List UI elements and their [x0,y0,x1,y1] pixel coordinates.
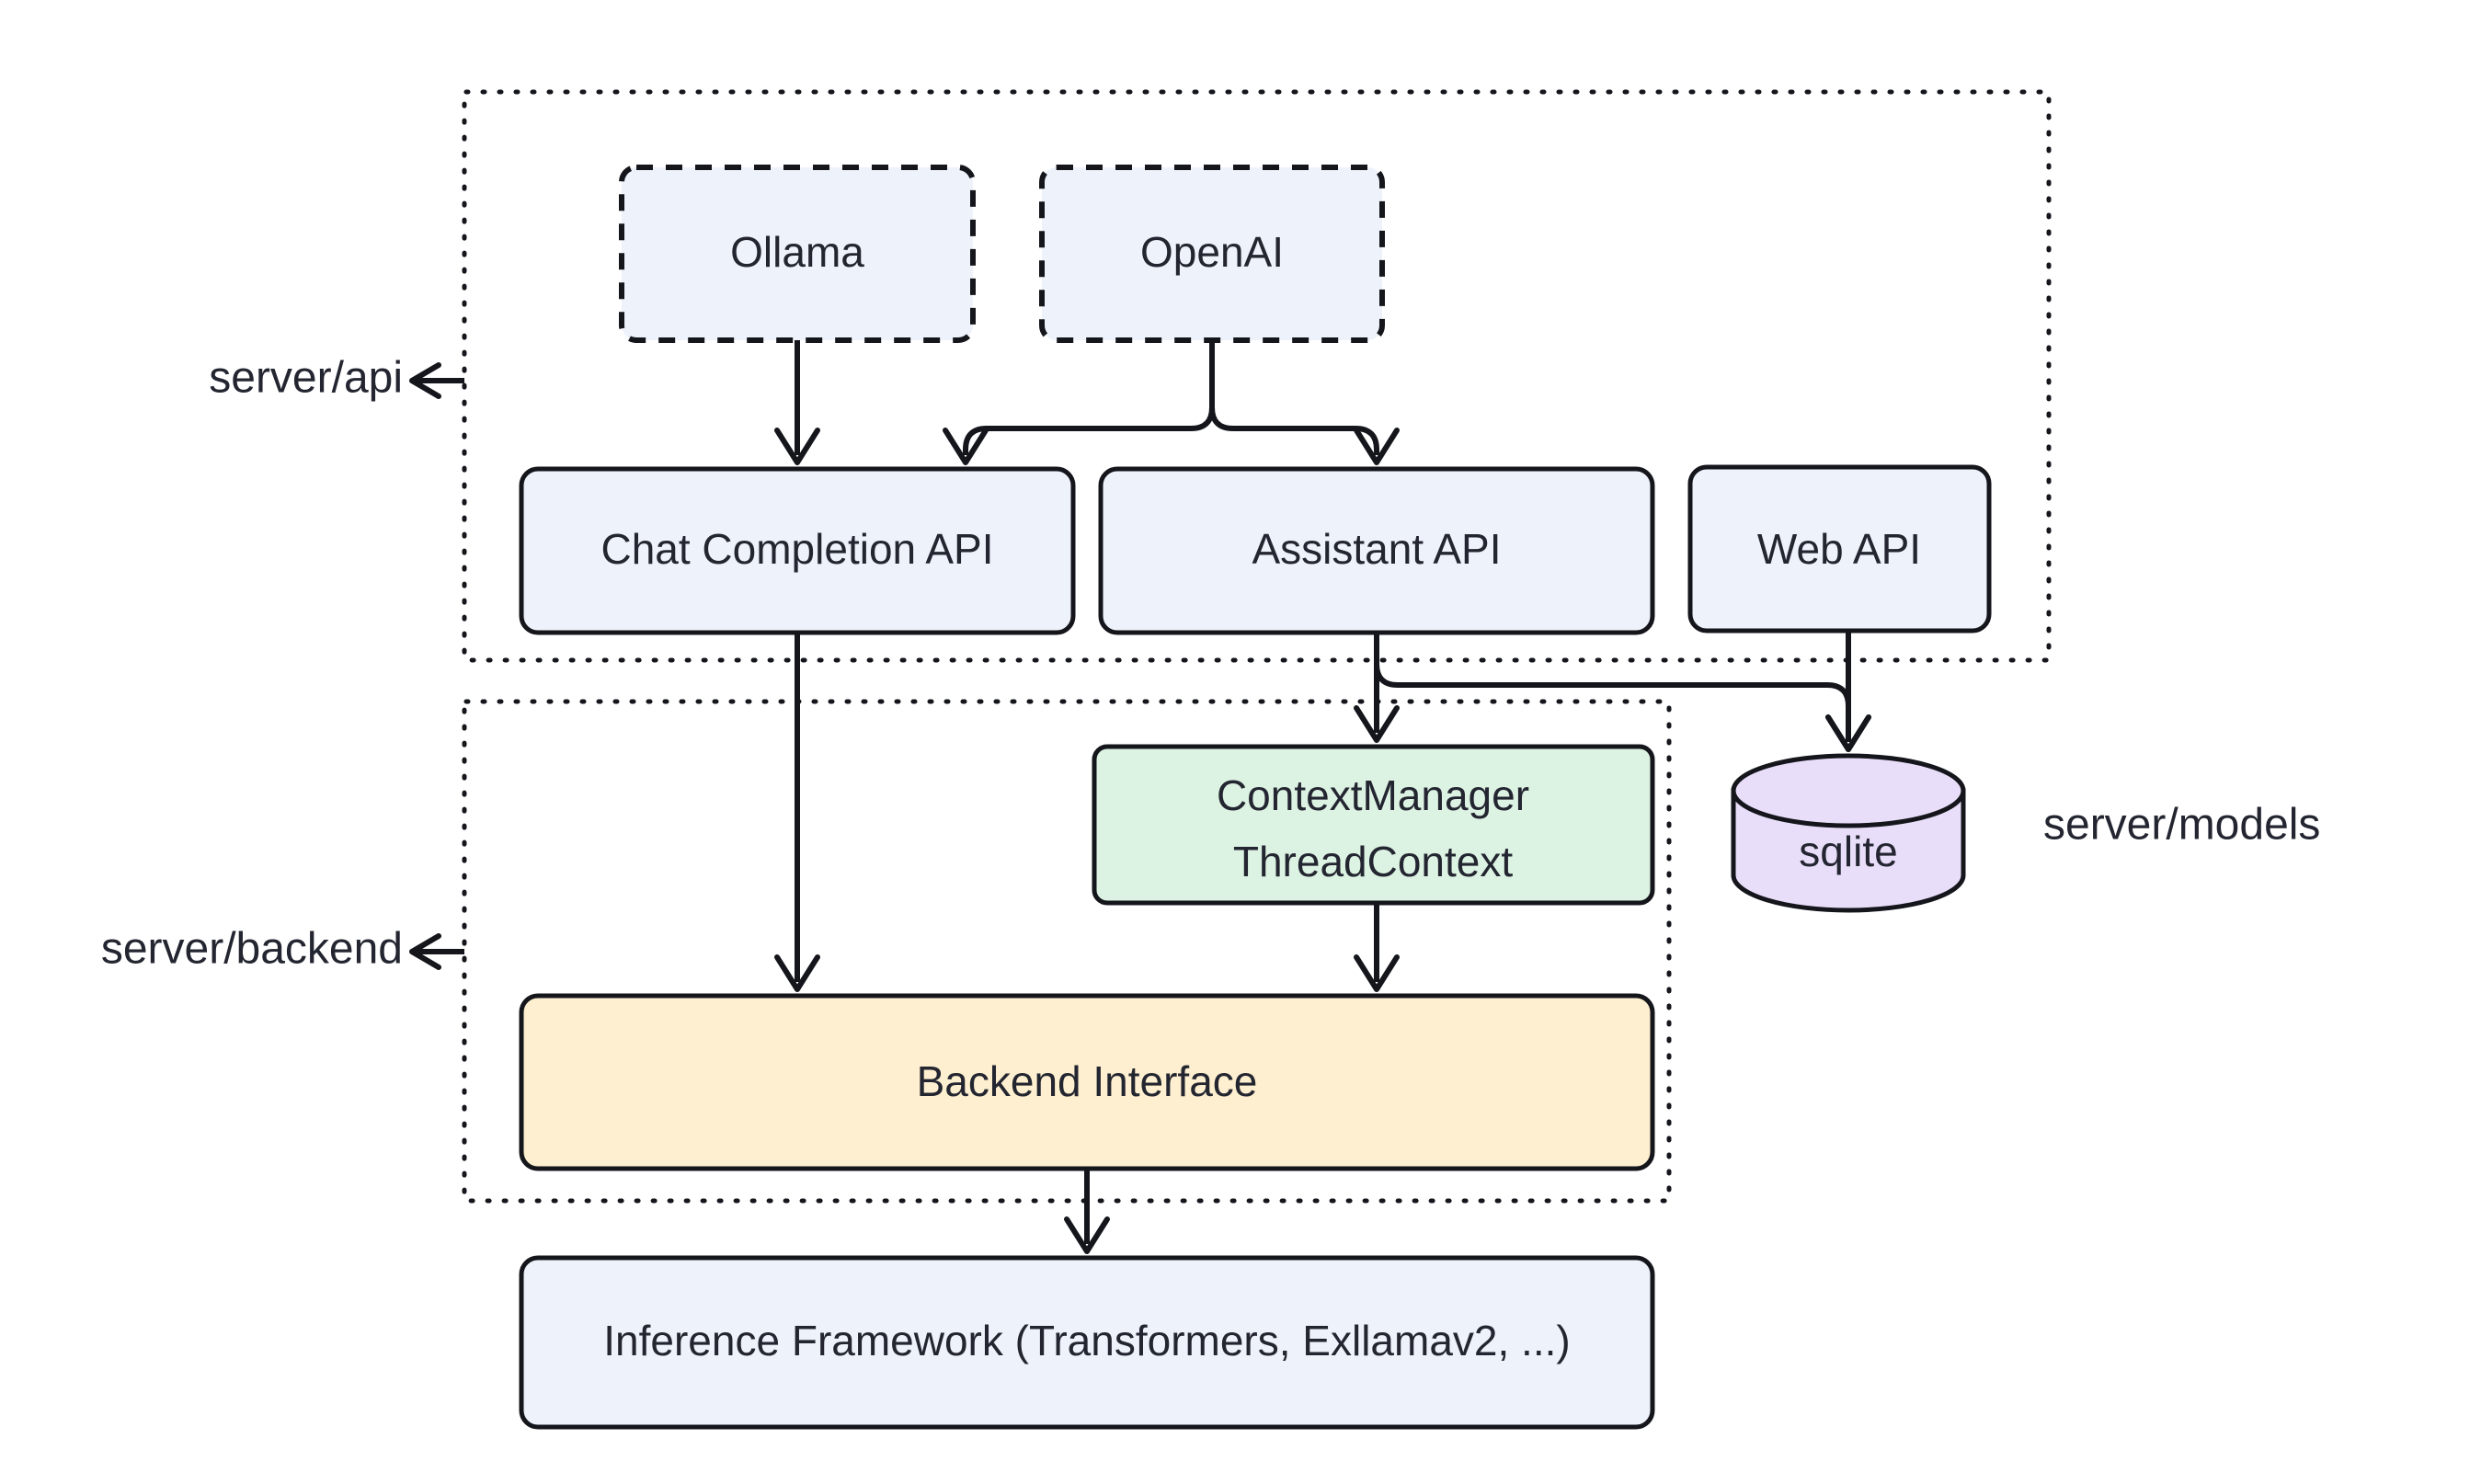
edge-web-api-to-sqlite [1825,631,1871,752]
edge-ollama-to-chat-completion [774,340,820,465]
web-api-label: Web API [1757,525,1921,573]
backend-interface-label: Backend Interface [917,1057,1258,1105]
openai-label: OpenAI [1140,228,1284,276]
openai-box[interactable] [1039,165,1385,343]
ollama-label: Ollama [730,228,864,276]
context-manager-label-line1: ContextManager [1217,771,1529,819]
edge-assistant-to-sqlite [1374,633,1871,752]
sqlite-cylinder-top[interactable] [1731,753,1966,828]
backend-group-label-group: server/backend [101,925,464,974]
backend-group-boundary [462,699,1672,1204]
sqlite-label: sqlite [1799,828,1897,875]
inference-framework-box[interactable] [519,1255,1655,1430]
chat-completion-api-box[interactable] [519,466,1076,635]
node-openai[interactable]: OpenAI [1039,165,1385,343]
backend-interface-box[interactable] [519,993,1655,1171]
api-group-label: server/api [209,354,403,403]
inference-framework-label: Inference Framework (Transformers, Exlla… [603,1317,1570,1364]
node-ollama[interactable]: Ollama [619,165,976,343]
edges-layer [774,340,1871,1254]
edge-openai-to-assistant [1209,340,1400,465]
chat-completion-api-label: Chat Completion API [600,525,993,573]
edge-openai-to-chat-completion [943,340,1215,465]
node-assistant-api[interactable]: Assistant API [1098,466,1655,635]
ollama-box[interactable] [619,165,976,343]
api-group-label-group: server/api [209,354,464,403]
context-manager-label-line2: ThreadContext [1233,838,1513,885]
node-web-api[interactable]: Web API [1687,464,1992,634]
node-backend-interface[interactable]: Backend Interface [519,993,1655,1171]
group-container-backend [462,699,1672,1204]
backend-group-pointer-arrow-icon [409,933,441,970]
models-group-label-group: server/models [2043,801,2320,850]
edge-backend-interface-to-inference-framework [1064,1169,1110,1254]
context-manager-box[interactable] [1092,744,1655,906]
edge-chat-completion-to-backend-interface [774,633,820,992]
node-sqlite[interactable]: sqlite [1731,753,1966,913]
node-chat-completion-api[interactable]: Chat Completion API [519,466,1076,635]
assistant-api-box[interactable] [1098,466,1655,635]
node-context-manager[interactable]: ContextManager ThreadContext [1092,744,1655,906]
backend-group-label: server/backend [101,925,403,974]
edge-context-manager-to-backend-interface [1354,903,1400,992]
models-group-label: server/models [2043,801,2320,850]
api-group-pointer-arrow-icon [409,362,441,399]
web-api-box[interactable] [1687,464,1992,634]
assistant-api-label: Assistant API [1252,525,1501,573]
node-inference-framework[interactable]: Inference Framework (Transformers, Exlla… [519,1255,1655,1430]
